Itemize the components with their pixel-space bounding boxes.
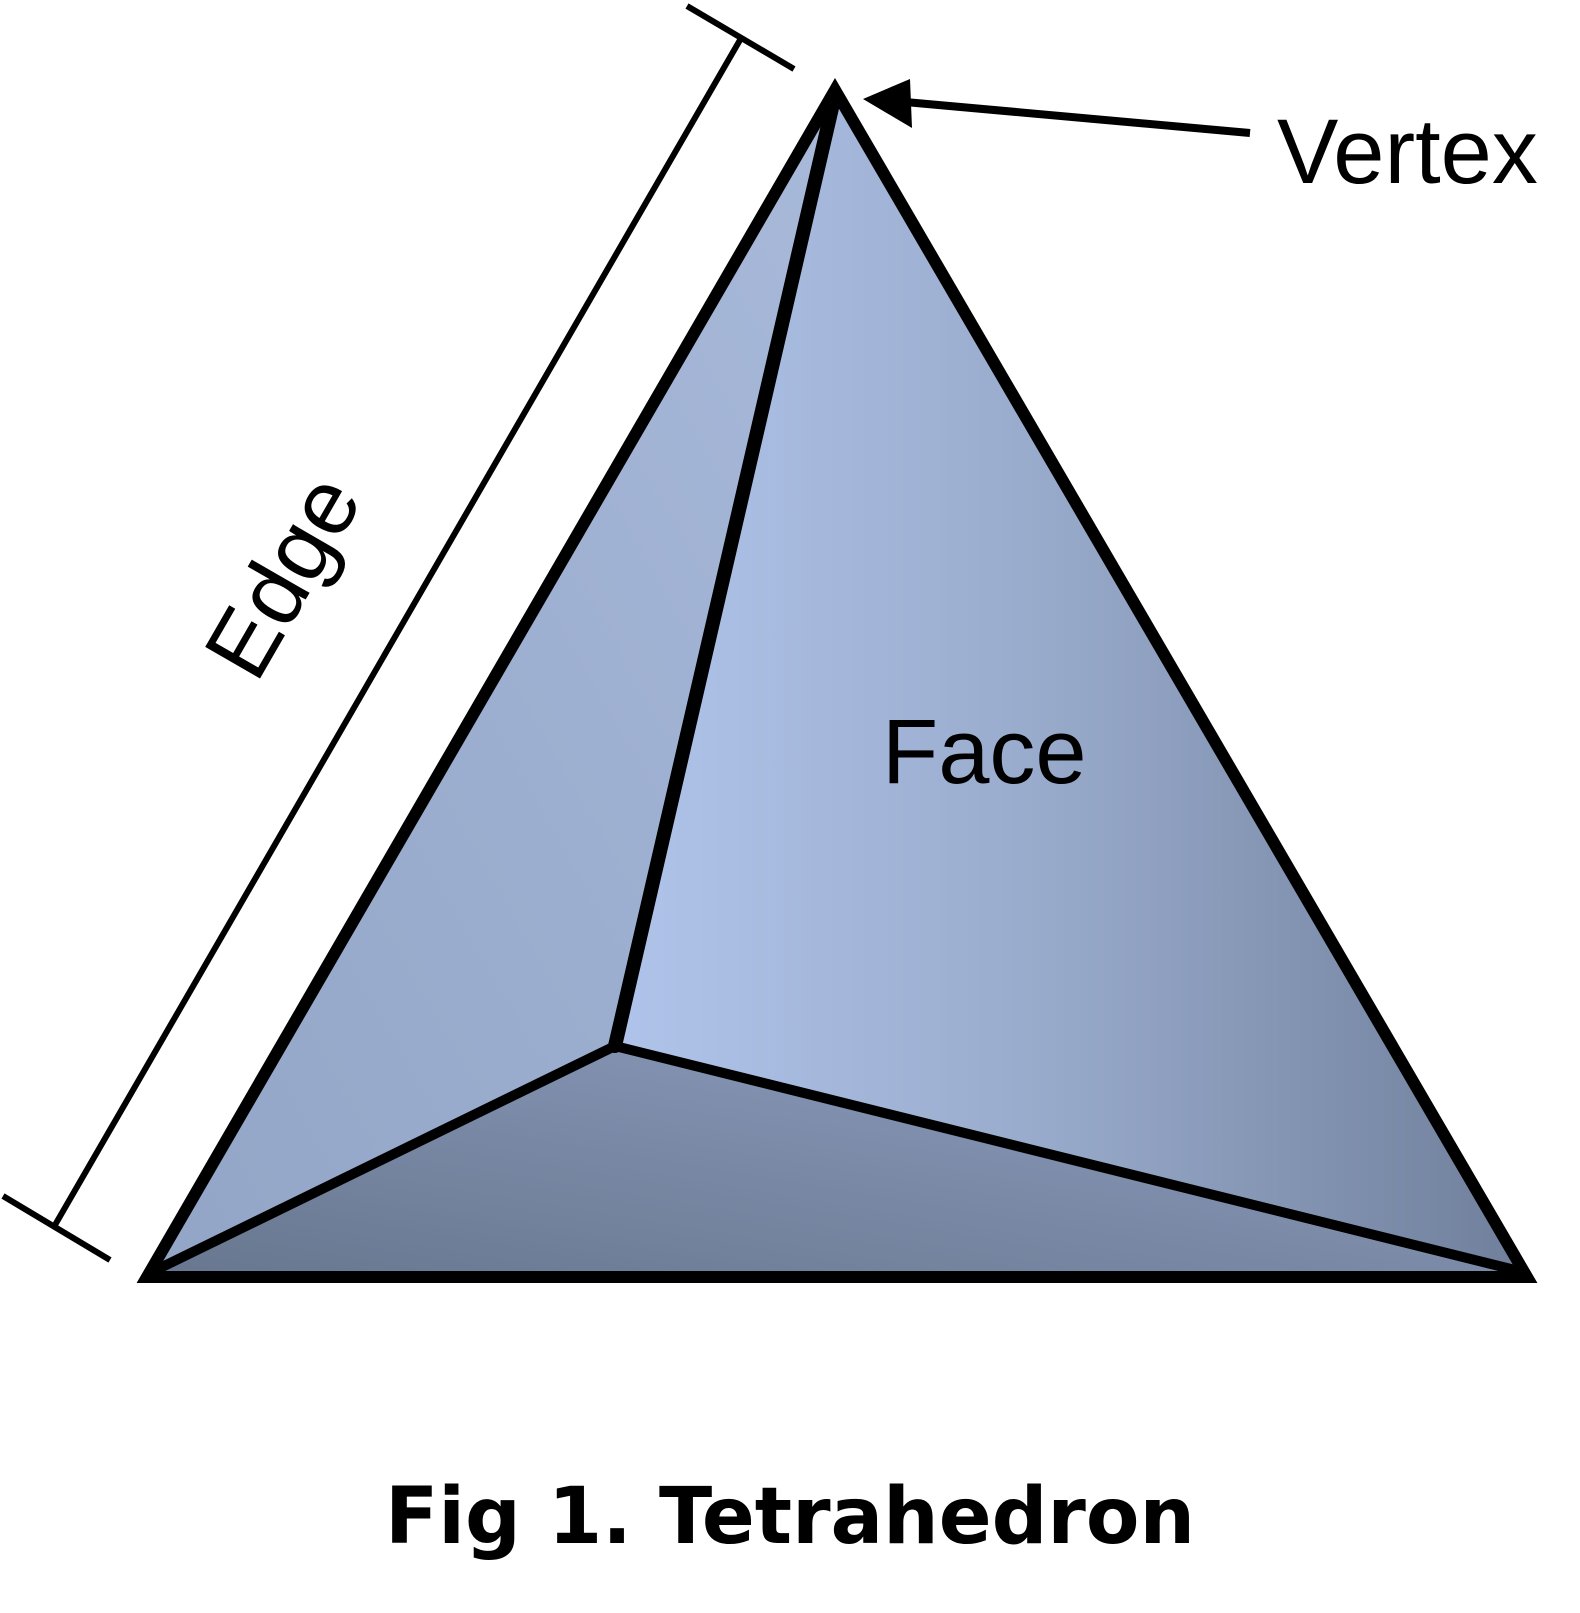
face-label: Face xyxy=(882,701,1087,803)
arrowhead-icon xyxy=(863,79,912,128)
front-face xyxy=(615,90,1527,1275)
bottom-face xyxy=(147,1046,1527,1275)
edge-apex-to-inner-vertex xyxy=(608,88,842,1053)
edge-inner-to-left-vertex xyxy=(155,1041,620,1273)
outer-outline xyxy=(136,78,1538,1283)
edge-label: Edge xyxy=(185,458,381,695)
edge-inner-to-right-vertex xyxy=(610,1041,1520,1275)
figure-caption: Fig 1. Tetrahedron xyxy=(385,1472,1195,1562)
dimension-tick-top xyxy=(685,3,796,72)
vertex-label: Vertex xyxy=(1277,101,1538,203)
vertex-pointer-arrow xyxy=(863,79,1251,137)
dimension-tick-bottom xyxy=(1,1193,112,1263)
edge-dimension-line xyxy=(1,3,796,1263)
